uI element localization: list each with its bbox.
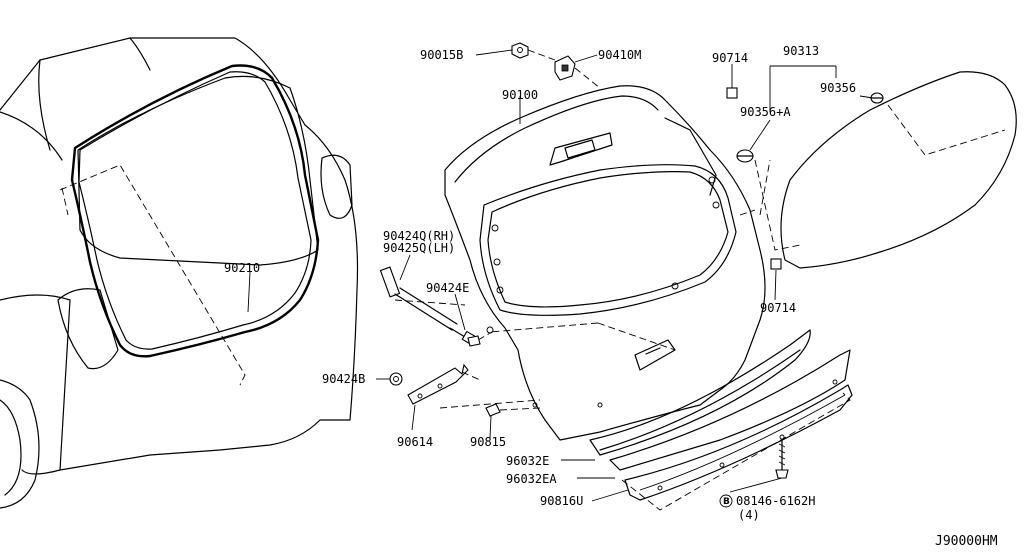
label-90714-top: 90714 <box>712 51 748 65</box>
label-90424E: 90424E <box>426 281 469 295</box>
label-08146-6162H: 08146-6162H <box>736 494 815 508</box>
vehicle-body <box>0 37 359 509</box>
label-90816U: 90816U <box>540 494 583 508</box>
rear-garnish <box>589 329 853 511</box>
label-90356: 90356 <box>820 81 856 95</box>
gas-strut <box>379 266 493 347</box>
label-90424Q: 90424Q(RH) <box>383 229 455 243</box>
label-90210: 90210 <box>224 261 260 275</box>
label-90313: 90313 <box>783 44 819 58</box>
label-90356-A: 90356+A <box>740 105 791 119</box>
label-90100: 90100 <box>502 88 538 102</box>
leader-lines <box>247 49 874 502</box>
weatherstrip-seal <box>70 64 320 358</box>
label-90714-bottom: 90714 <box>760 301 796 315</box>
label-90614: 90614 <box>397 435 433 449</box>
bolt-symbol: B <box>723 497 730 507</box>
part-labels: 90015B 90410M 90714 90313 90356 90100 90… <box>224 44 998 549</box>
rear-glass <box>754 71 1017 269</box>
hinge <box>407 363 541 409</box>
label-90424B: 90424B <box>322 372 365 386</box>
diagram-code: J90000HM <box>935 534 998 549</box>
bolt-symbol-circle <box>719 494 733 508</box>
label-96032E: 96032E <box>506 454 549 468</box>
label-90410M: 90410M <box>598 48 641 62</box>
label-96032EA: 96032EA <box>506 472 557 486</box>
label-90425Q: 90425Q(LH) <box>383 241 455 255</box>
label-08146-qty: (4) <box>738 508 760 522</box>
hardware <box>389 42 884 479</box>
back-door-panel <box>444 85 771 441</box>
label-90015B: 90015B <box>420 48 463 62</box>
label-90815: 90815 <box>470 435 506 449</box>
